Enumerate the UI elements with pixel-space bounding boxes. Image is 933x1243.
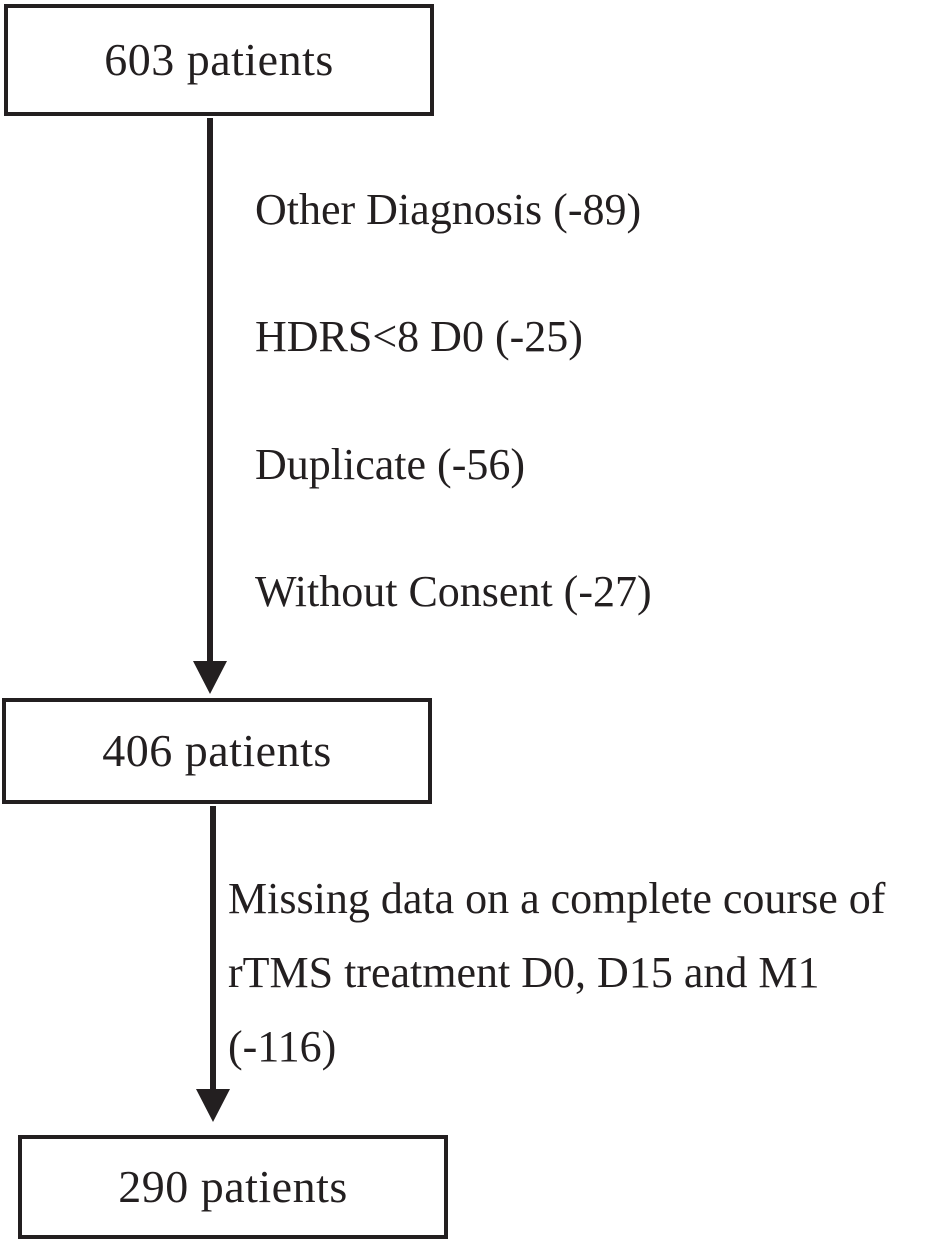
flow-box-406-patients: 406 patients — [2, 698, 432, 804]
flow-box-603-patients: 603 patients — [4, 4, 434, 116]
flow-box-label: 603 patients — [104, 34, 334, 85]
flow-box-label: 406 patients — [102, 725, 332, 776]
exclusion-hdrs: HDRS<8 D0 (-25) — [255, 312, 583, 361]
arrow-down-icon — [193, 661, 227, 694]
flow-box-label: 290 patients — [118, 1161, 348, 1212]
arrow-shaft-2 — [210, 806, 216, 1090]
arrow-shaft-1 — [207, 118, 213, 662]
flow-box-290-patients: 290 patients — [18, 1135, 448, 1239]
exclusion-without-consent: Without Consent (-27) — [255, 567, 652, 616]
exclusion-other-diagnosis: Other Diagnosis (-89) — [255, 185, 642, 234]
exclusion-missing-data: Missing data on a complete course of rTM… — [228, 874, 886, 1071]
exclusion-duplicate: Duplicate (-56) — [255, 440, 525, 489]
arrow-down-icon — [196, 1089, 230, 1122]
